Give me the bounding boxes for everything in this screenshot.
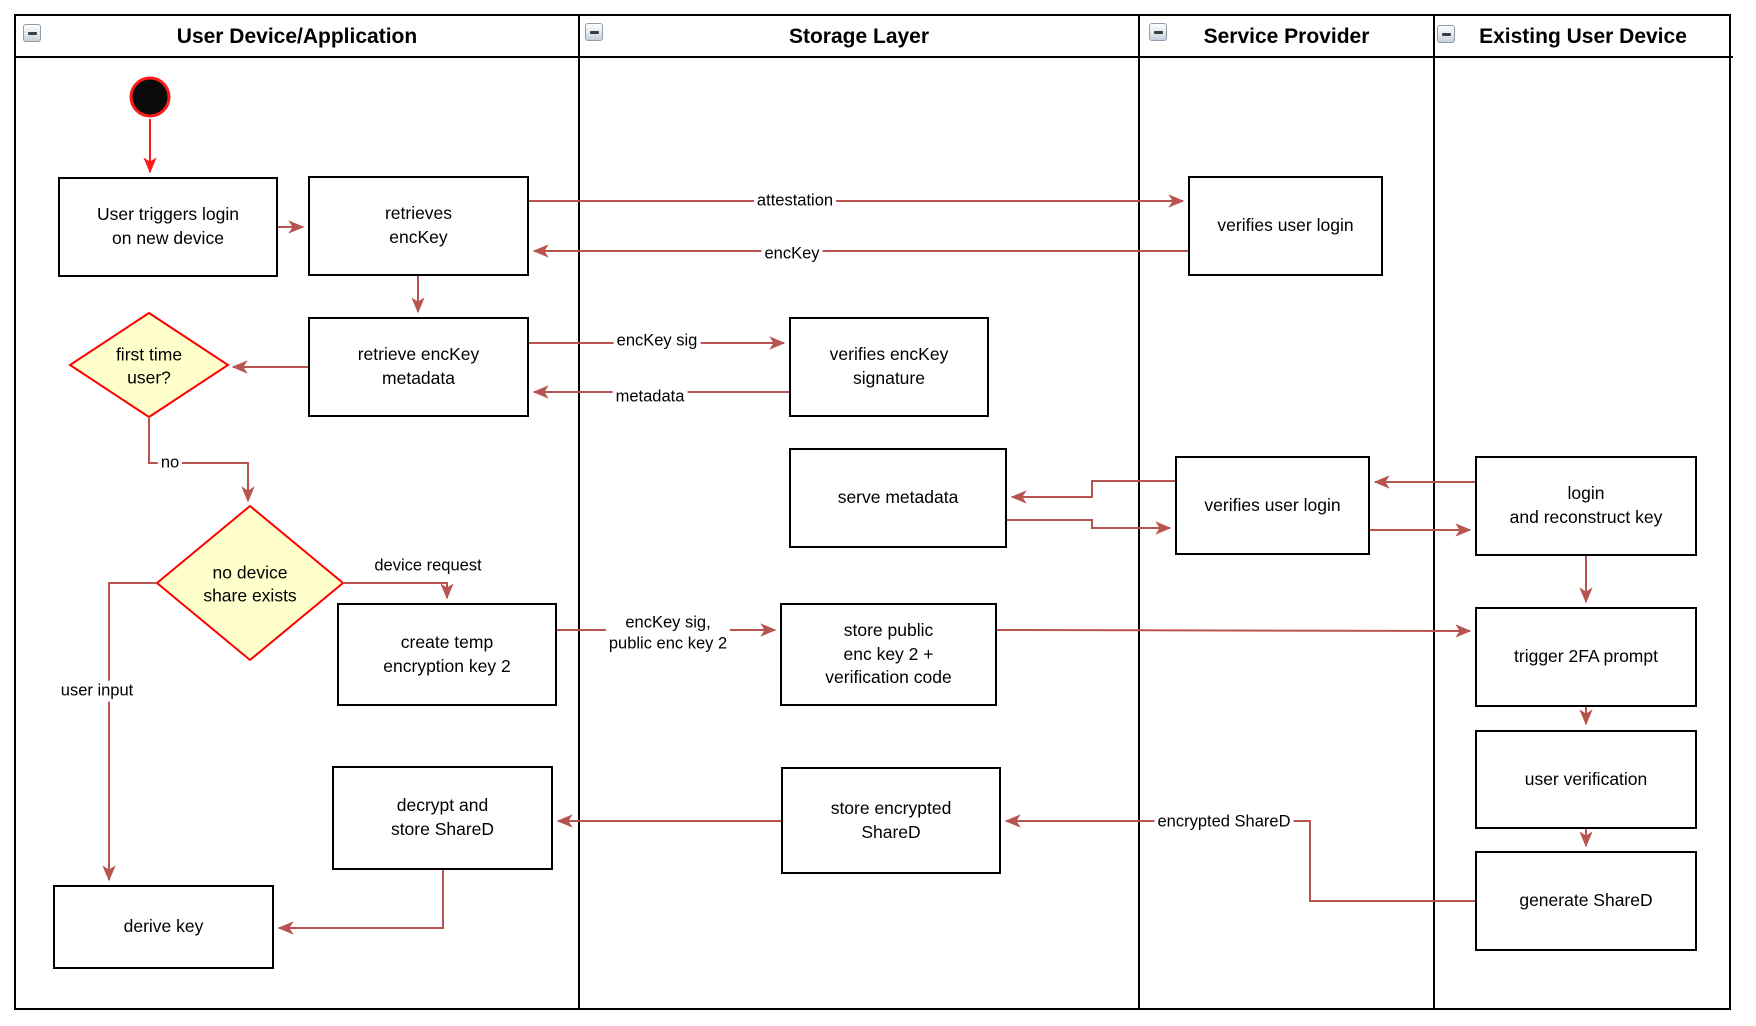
activity-retrieves-enckey[interactable]: retrieves encKey	[308, 176, 529, 276]
activity-trigger-2fa[interactable]: trigger 2FA prompt	[1475, 607, 1697, 707]
activity-verifies-user-login-mid[interactable]: verifies user login	[1175, 456, 1370, 555]
activity-create-temp-key[interactable]: create temp encryption key 2	[337, 603, 557, 706]
activity-derive-key[interactable]: derive key	[53, 885, 274, 969]
edge-label-no: no	[157, 452, 183, 474]
lane-header-user-device: User Device/Application	[176, 25, 418, 48]
decision-label-first-time: first time user?	[115, 344, 183, 387]
minus-icon	[1153, 30, 1163, 34]
collapse-icon[interactable]	[585, 23, 603, 41]
lane-header-service-provider: Service Provider	[1203, 25, 1370, 48]
lane-header-divider	[14, 56, 1733, 58]
edge-label-attestation: attestation	[753, 190, 837, 212]
diagram-frame	[14, 14, 1731, 1010]
activity-verifies-enckey-signature[interactable]: verifies encKey signature	[789, 317, 989, 417]
activity-verifies-user-login-top[interactable]: verifies user login	[1188, 176, 1383, 276]
collapse-icon[interactable]	[1437, 25, 1455, 43]
edge-label-enckey-sig: encKey sig	[613, 330, 701, 352]
minus-icon	[589, 30, 599, 34]
activity-store-encrypted-shared[interactable]: store encrypted ShareD	[781, 767, 1001, 874]
collapse-icon[interactable]	[23, 24, 41, 42]
decision-label-no-share: no device share exists	[203, 562, 297, 605]
activity-user-verification[interactable]: user verification	[1475, 730, 1697, 829]
edge-label-enckey-sig-public: encKey sig, public enc key 2	[605, 612, 731, 654]
activity-serve-metadata[interactable]: serve metadata	[789, 448, 1007, 548]
collapse-icon[interactable]	[1149, 23, 1167, 41]
edge-label-device-request: device request	[374, 556, 482, 575]
lane-divider-1	[578, 14, 580, 1010]
lane-divider-3	[1433, 14, 1435, 1010]
lane-divider-2	[1138, 14, 1140, 1010]
edge-label-metadata: metadata	[612, 386, 688, 408]
activity-decrypt-store-shared[interactable]: decrypt and store ShareD	[332, 766, 553, 870]
activity-store-public-key[interactable]: store public enc key 2 + verification co…	[780, 603, 997, 706]
activity-login-reconstruct-key[interactable]: login and reconstruct key	[1475, 456, 1697, 556]
minus-icon	[27, 31, 37, 35]
activity-user-triggers-login[interactable]: User triggers login on new device	[58, 177, 278, 277]
lane-header-storage-layer: Storage Layer	[788, 25, 930, 48]
edge-label-enckey: encKey	[761, 243, 823, 265]
lane-header-existing-device: Existing User Device	[1479, 25, 1687, 48]
activity-retrieve-enckey-metadata[interactable]: retrieve encKey metadata	[308, 317, 529, 417]
minus-icon	[1441, 32, 1451, 36]
activity-generate-shared[interactable]: generate ShareD	[1475, 851, 1697, 951]
edge-label-encrypted-shared: encrypted ShareD	[1154, 811, 1294, 833]
edge-label-user-input: user input	[57, 680, 137, 702]
